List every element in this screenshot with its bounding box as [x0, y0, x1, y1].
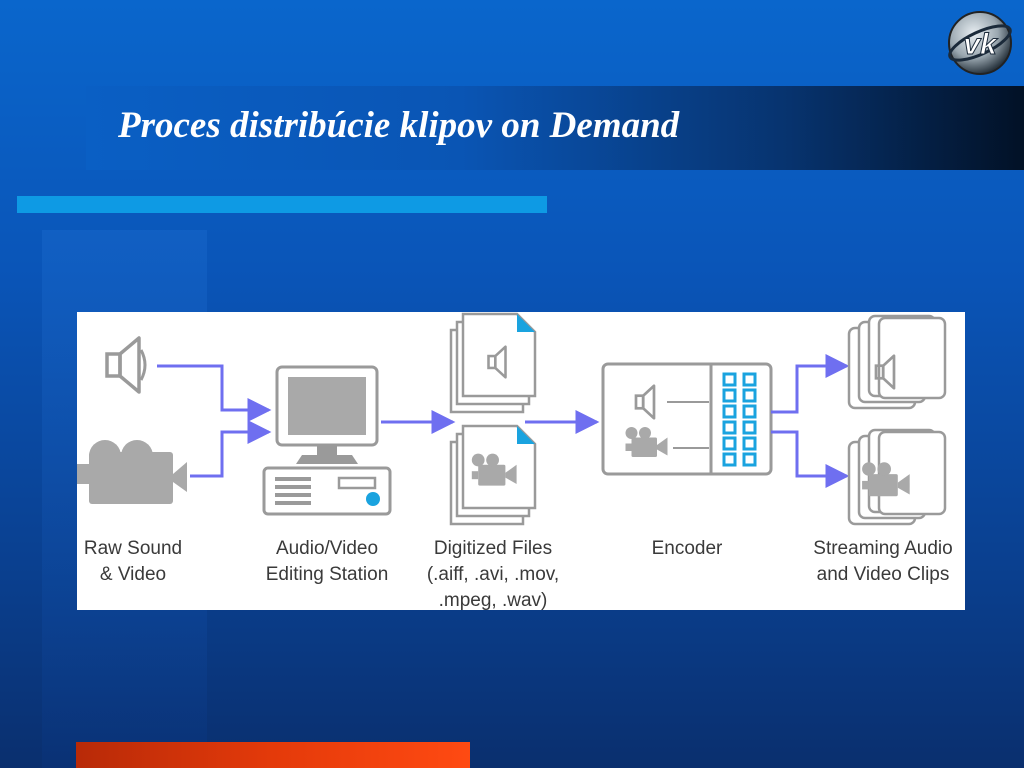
label-clips-line-2: and Video Clips	[817, 564, 950, 585]
logo-text: vk	[963, 28, 998, 61]
title-band	[86, 86, 1024, 170]
arrow-sound-to-station	[157, 364, 272, 422]
label-files-line-2: (.aiff, .avi, .mov,	[427, 564, 559, 585]
label-station: Audio/Video Editing Station	[266, 538, 389, 585]
encoder-cell	[722, 372, 737, 387]
encoder-cell	[742, 388, 757, 403]
label-encoder-line-1: Encoder	[652, 538, 723, 559]
distribution-diagram: Raw Sound & Video Audio/Video Editing St…	[77, 312, 965, 610]
slide-title: Proces distribúcie klipov on Demand	[118, 105, 680, 146]
digitized-audio-files-icon	[449, 312, 537, 414]
raw-camera-icon	[77, 440, 187, 504]
encoder-cell	[742, 404, 757, 419]
label-files-line-3: .mpeg, .wav)	[439, 590, 548, 610]
label-station-line-2: Editing Station	[266, 564, 389, 585]
arrow-video-to-station	[190, 420, 272, 478]
label-files-line-1: Digitized Files	[434, 538, 552, 559]
diagram-svg: Raw Sound & Video Audio/Video Editing St…	[77, 312, 953, 610]
label-encoder: Encoder	[652, 538, 723, 559]
label-files: Digitized Files (.aiff, .avi, .mov, .mpe…	[427, 538, 559, 610]
encoder-cell	[722, 436, 737, 451]
encoder-cell	[742, 452, 757, 467]
encoder-cell	[722, 452, 737, 467]
streaming-audio-clips-icon	[847, 314, 947, 410]
encoder-cell	[722, 388, 737, 403]
digitized-video-files-icon	[449, 424, 537, 526]
raw-speaker-icon	[105, 336, 147, 394]
encoder-cell	[742, 372, 757, 387]
arrow-encoder-to-video-clips	[771, 430, 850, 488]
label-raw-line-1: Raw Sound	[84, 538, 182, 559]
encoder-cell	[722, 404, 737, 419]
encoder-cell	[722, 420, 737, 435]
label-raw-line-2: & Video	[100, 564, 166, 585]
vk-logo-icon: vk	[948, 11, 1012, 75]
encoder-cell	[742, 420, 757, 435]
encoder-cell	[742, 436, 757, 451]
arrow-encoder-to-audio-clips	[771, 354, 850, 414]
encoder-grid	[722, 372, 757, 467]
label-station-line-1: Audio/Video	[276, 538, 378, 559]
orange-accent-bar	[76, 742, 470, 768]
label-clips: Streaming Audio and Video Clips	[813, 538, 952, 585]
encoder-icon	[601, 362, 773, 476]
label-clips-line-1: Streaming Audio	[813, 538, 952, 559]
label-raw: Raw Sound & Video	[84, 538, 182, 585]
streaming-video-clips-icon	[847, 428, 947, 526]
editing-station-icon	[262, 365, 392, 516]
cyan-accent-bar	[17, 196, 547, 213]
